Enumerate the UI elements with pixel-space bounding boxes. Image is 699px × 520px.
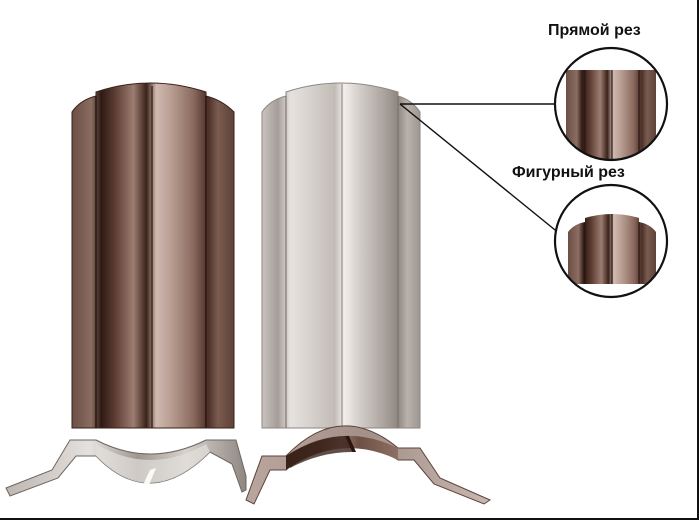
brown-profile <box>245 425 492 505</box>
callout-lines <box>399 103 561 235</box>
silver-picket <box>261 82 421 429</box>
brown-picket <box>71 82 235 429</box>
straight-cut-label: Прямой рез <box>548 22 641 39</box>
figured-cut-zoom <box>553 183 669 299</box>
figured-cut-label: Фигурный рез <box>512 164 625 181</box>
straight-cut-zoom <box>553 46 669 162</box>
silver-profile <box>5 439 247 502</box>
